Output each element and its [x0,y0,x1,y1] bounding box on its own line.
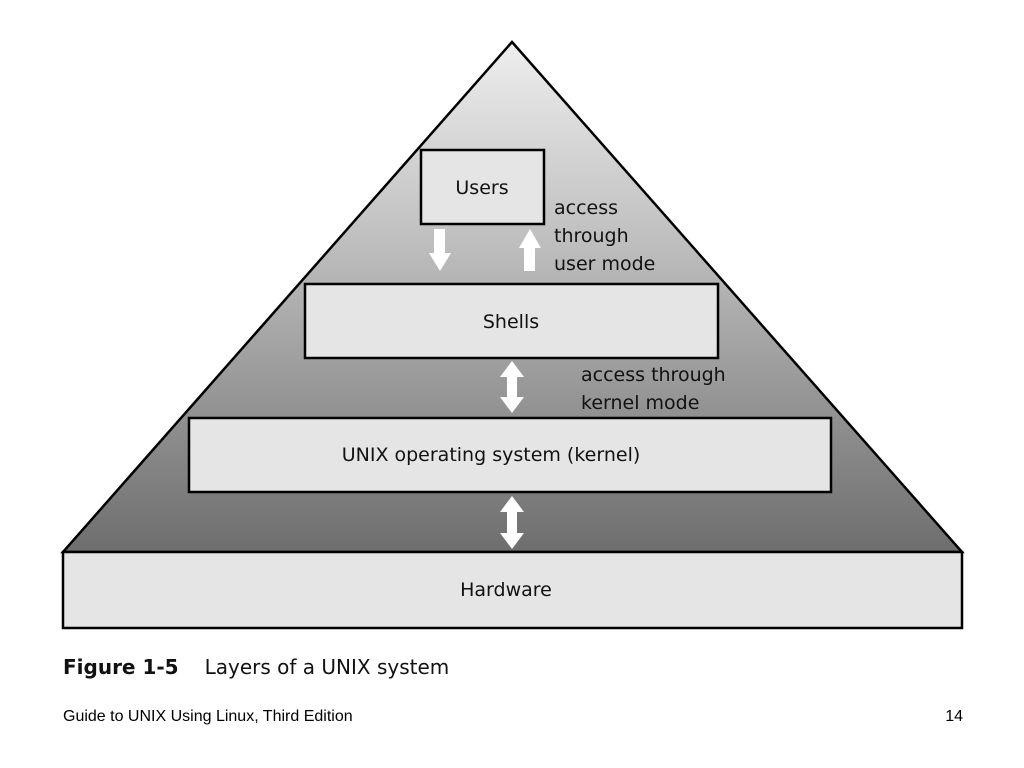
kernel-label: UNIX operating system (kernel) [342,444,641,466]
double-arrow-icon [500,361,524,413]
page-number: 14 [945,708,963,725]
user-mode-note: access through user mode [554,197,655,275]
figure-number: Figure 1-5 [63,655,179,679]
up-arrow-icon [519,229,541,271]
users-label: Users [455,177,508,199]
shells-layer: Shells [303,282,720,360]
shells-label: Shells [483,311,539,333]
double-arrow-icon [500,496,524,549]
kernel-layer: UNIX operating system (kernel) [187,416,833,494]
user-mode-note-line: through [554,225,629,247]
kernel-mode-note-line: kernel mode [581,392,699,414]
down-arrow-icon [429,229,451,271]
figure-caption: Figure 1-5 Layers of a UNIX system [63,655,449,679]
user-mode-note-line: user mode [554,253,655,275]
hardware-label: Hardware [460,579,552,601]
kernel-mode-note-line: access through [581,364,726,386]
user-mode-note-line: access [554,197,618,219]
users-layer: Users [419,148,546,226]
unix-layers-diagram: Users access through user mode Shells ac… [60,40,965,630]
hardware-layer: Hardware [61,550,964,630]
footer-book-title: Guide to UNIX Using Linux, Third Edition [63,708,353,725]
figure-caption-text: Layers of a UNIX system [204,655,450,679]
kernel-mode-note: access through kernel mode [581,364,732,414]
